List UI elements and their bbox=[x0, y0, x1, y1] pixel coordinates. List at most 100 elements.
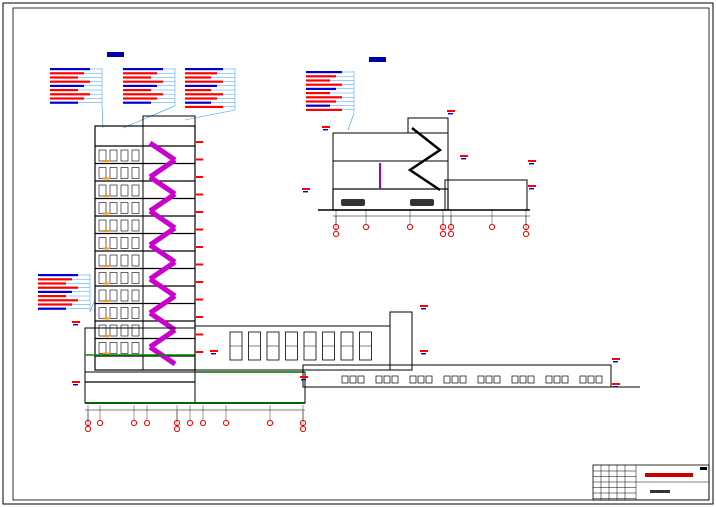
tower-window bbox=[131, 184, 140, 197]
tower-light-tag bbox=[103, 317, 109, 320]
tower-floor-slabs bbox=[95, 141, 203, 357]
ps-tower-top bbox=[407, 117, 449, 134]
title-block bbox=[592, 464, 710, 501]
stair-flight bbox=[148, 174, 177, 197]
axis-bubble bbox=[406, 223, 414, 231]
elevation-window bbox=[485, 375, 493, 384]
tower-window bbox=[131, 307, 140, 319]
note-line bbox=[306, 108, 342, 111]
elevation-window bbox=[511, 375, 519, 384]
tower-window bbox=[120, 202, 129, 214]
elevation-tags-tower bbox=[72, 305, 620, 388]
podium-block bbox=[84, 327, 196, 404]
axis-bubble bbox=[222, 419, 230, 427]
elevation-tag bbox=[612, 358, 620, 360]
stair-flight bbox=[148, 310, 177, 333]
elevation-window bbox=[553, 375, 561, 384]
tower-light-tag bbox=[103, 195, 109, 197]
note-line bbox=[123, 80, 163, 83]
tower-window bbox=[120, 149, 129, 162]
note-leader-main bbox=[347, 112, 355, 131]
tower-window bbox=[120, 219, 129, 232]
tower-window bbox=[131, 237, 140, 249]
note-line bbox=[123, 72, 157, 75]
title-block-name-bar bbox=[645, 473, 693, 477]
sheet-inner-border bbox=[12, 7, 710, 501]
note-line bbox=[306, 104, 330, 107]
note-leader-main bbox=[122, 105, 176, 129]
elevation-tag bbox=[300, 376, 308, 378]
elevation-window bbox=[595, 375, 603, 384]
axis-bubble bbox=[84, 425, 92, 433]
tower-window bbox=[131, 219, 140, 232]
note-line bbox=[123, 101, 151, 104]
tower-window bbox=[120, 272, 129, 284]
tower-window bbox=[109, 254, 118, 267]
elevation-tag bbox=[72, 321, 80, 323]
floor-level-tag bbox=[196, 246, 203, 248]
tower-section-title-tag bbox=[107, 52, 124, 57]
low-wing-windows bbox=[229, 331, 372, 361]
elevation-tag-sub bbox=[461, 158, 466, 160]
elevation-window bbox=[443, 375, 451, 384]
note-line bbox=[38, 278, 72, 281]
ps-car-1 bbox=[341, 199, 365, 206]
elevation-tag-sub bbox=[448, 113, 453, 115]
elevation-tag bbox=[322, 126, 330, 128]
axis-bubble bbox=[266, 419, 274, 427]
elevation-tag-sub bbox=[303, 191, 308, 193]
tower-window bbox=[98, 254, 107, 267]
elevation-tags-podium bbox=[302, 110, 536, 193]
elevation-window bbox=[579, 375, 587, 384]
elevation-tag bbox=[420, 350, 428, 352]
elevation-tag-sub bbox=[301, 379, 306, 381]
tower-window bbox=[98, 149, 107, 162]
note-line bbox=[185, 68, 223, 71]
elevation-window bbox=[375, 375, 383, 384]
stair-flight bbox=[148, 225, 177, 248]
floor-level-tag bbox=[196, 333, 203, 336]
tower-light-tag bbox=[103, 230, 109, 232]
tower-window-columns bbox=[98, 149, 140, 355]
note-line bbox=[185, 72, 217, 75]
tower-window bbox=[131, 202, 140, 214]
elevation-tag bbox=[420, 305, 428, 307]
low-wing-upper bbox=[389, 311, 413, 371]
floor-level-tag bbox=[196, 158, 203, 161]
note-line bbox=[306, 92, 330, 95]
axis-bubble bbox=[332, 230, 340, 238]
elevation-window bbox=[519, 375, 527, 384]
tower-window bbox=[109, 219, 118, 232]
elevation-tag bbox=[460, 155, 468, 157]
tower-window bbox=[109, 167, 118, 179]
elevation-tag bbox=[612, 383, 620, 385]
title-block-sub-bar bbox=[650, 490, 670, 493]
floor-level-tag bbox=[196, 211, 203, 213]
axis-bubble bbox=[143, 419, 151, 427]
tower-light-tag bbox=[103, 352, 109, 355]
tower-window bbox=[109, 272, 118, 284]
title-block-frame bbox=[592, 464, 710, 501]
elevation-tag-sub bbox=[529, 188, 534, 190]
note-line bbox=[306, 96, 342, 99]
note-line bbox=[306, 83, 342, 86]
elevation-window bbox=[383, 375, 391, 384]
elevation-window bbox=[527, 375, 535, 384]
stair-flight bbox=[148, 208, 177, 231]
tower-window bbox=[109, 202, 118, 214]
podium-note-block bbox=[306, 71, 355, 131]
stair-flight bbox=[148, 140, 177, 163]
stair-flight bbox=[148, 276, 177, 299]
note-line bbox=[306, 87, 336, 90]
elevation-window bbox=[349, 375, 357, 384]
tower-window bbox=[109, 289, 118, 302]
floor-level-tag bbox=[196, 281, 203, 283]
note-line bbox=[306, 75, 336, 78]
elevation-tag-sub bbox=[323, 129, 328, 131]
note-line bbox=[185, 80, 223, 83]
note-line bbox=[185, 93, 223, 96]
tower-window bbox=[98, 342, 107, 354]
floor-level-tag bbox=[196, 141, 203, 143]
note-line bbox=[38, 290, 72, 293]
